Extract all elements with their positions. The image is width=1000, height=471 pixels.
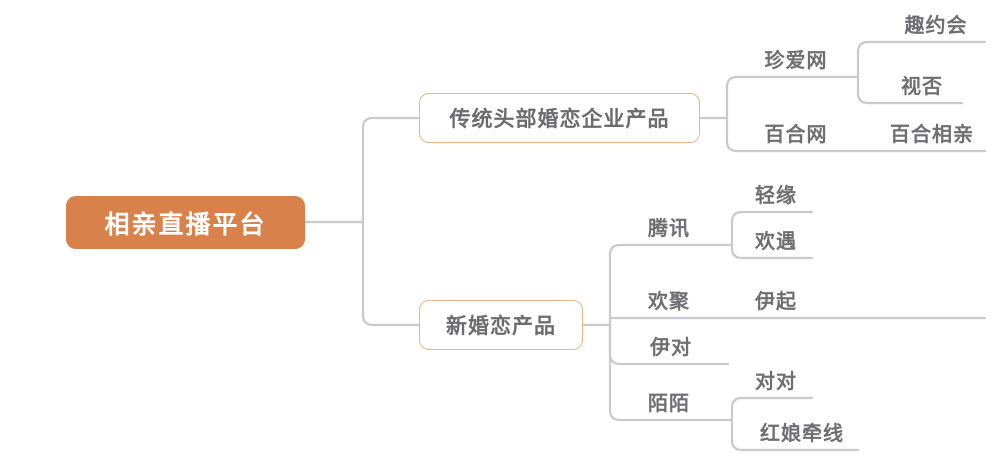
node-qingyuan[interactable]: 轻缘 xyxy=(755,184,797,207)
connector-traditional-to-zhenai xyxy=(725,75,846,120)
connector-root-to-traditional xyxy=(361,116,421,224)
node-baihe[interactable]: 百合网 xyxy=(764,123,828,146)
node-huanyu[interactable]: 欢遇 xyxy=(755,230,797,253)
node-quyuehui[interactable]: 趣约会 xyxy=(904,14,968,37)
node-yiqi[interactable]: 伊起 xyxy=(755,290,797,313)
node-shifou[interactable]: 视否 xyxy=(901,75,943,98)
node-tencent[interactable]: 腾讯 xyxy=(648,217,690,240)
node-branch-new[interactable]: 新婚恋产品 xyxy=(419,300,583,350)
node-branch-traditional[interactable]: 传统头部婚恋企业产品 xyxy=(419,93,700,143)
node-hongniangqianxian[interactable]: 红娘牵线 xyxy=(760,422,844,445)
node-yidui[interactable]: 伊对 xyxy=(650,336,692,359)
node-zhenai[interactable]: 珍爱网 xyxy=(764,49,828,72)
node-momo[interactable]: 陌陌 xyxy=(648,392,690,415)
connector-new-to-huanju xyxy=(608,316,987,327)
node-huanju[interactable]: 欢聚 xyxy=(648,290,690,313)
connector-root-to-new xyxy=(361,220,421,327)
node-baihexiangqin[interactable]: 百合相亲 xyxy=(890,123,974,146)
node-duidui[interactable]: 对对 xyxy=(755,370,797,393)
node-root[interactable]: 相亲直播平台 xyxy=(66,196,305,249)
